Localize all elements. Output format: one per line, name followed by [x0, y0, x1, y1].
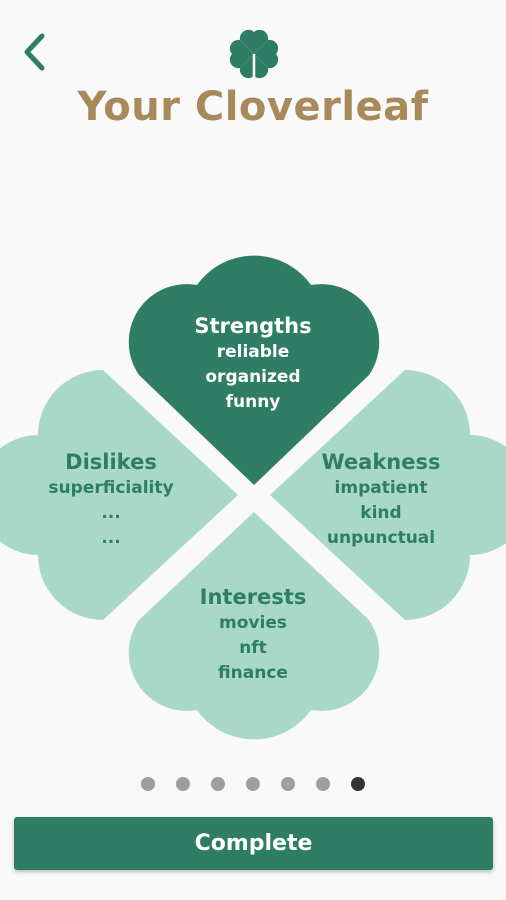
strengths-item: reliable — [216, 342, 290, 362]
dislikes-item: ... — [101, 503, 121, 523]
page-dot[interactable] — [351, 777, 365, 791]
dislikes-title: Dislikes — [65, 450, 157, 474]
strengths-section: Strengths reliable organized funny — [153, 312, 353, 415]
leaf-strengths[interactable] — [128, 255, 380, 485]
interests-item: finance — [218, 663, 288, 683]
page-dot[interactable] — [176, 777, 190, 791]
dislikes-item: ... — [101, 528, 121, 548]
weakness-item: kind — [360, 503, 402, 523]
page-title: Your Cloverleaf — [77, 84, 429, 130]
dislikes-section: Dislikes superficiality ... ... — [26, 448, 196, 551]
strengths-title: Strengths — [194, 314, 312, 338]
leaf-interests[interactable] — [128, 512, 380, 740]
strengths-item: organized — [205, 367, 301, 387]
back-button[interactable] — [14, 30, 54, 74]
interests-item: movies — [219, 613, 287, 633]
dislikes-item: superficiality — [48, 478, 174, 498]
leaf-weakness[interactable] — [270, 370, 506, 620]
interests-item: nft — [239, 638, 267, 658]
interests-section: Interests movies nft finance — [153, 583, 353, 686]
weakness-item: unpunctual — [326, 528, 436, 548]
strengths-item: funny — [225, 392, 281, 412]
page-dot[interactable] — [211, 777, 225, 791]
chevron-left-icon — [24, 33, 45, 71]
page-dot[interactable] — [141, 777, 155, 791]
page-dot[interactable] — [246, 777, 260, 791]
weakness-title: Weakness — [321, 450, 441, 474]
leaf-dislikes[interactable] — [0, 370, 238, 620]
complete-button[interactable]: Complete — [14, 817, 493, 870]
page-dot[interactable] — [316, 777, 330, 791]
interests-title: Interests — [199, 585, 307, 609]
clover-icon — [229, 29, 279, 79]
weakness-item: impatient — [334, 478, 428, 498]
cloverleaf-diagram — [0, 255, 506, 740]
page-indicator — [0, 777, 506, 791]
weakness-section: Weakness impatient kind unpunctual — [296, 448, 466, 551]
page-dot[interactable] — [281, 777, 295, 791]
